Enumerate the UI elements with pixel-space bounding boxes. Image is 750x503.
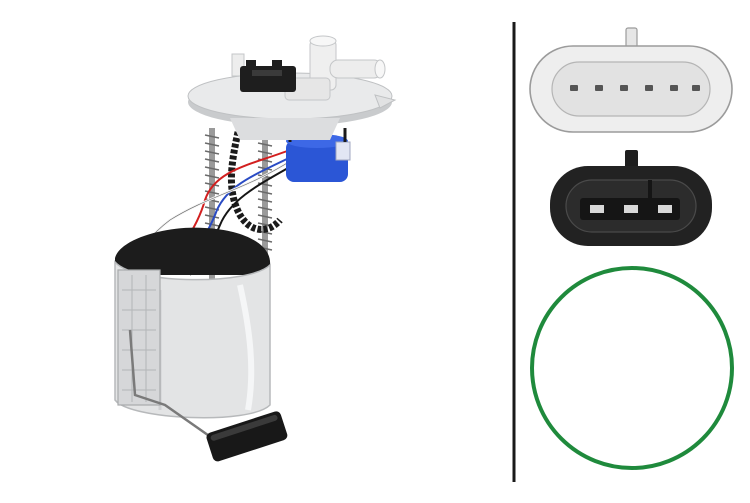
strainer-grid xyxy=(122,275,156,402)
connector-white-pins xyxy=(570,85,700,91)
connector-black-icon xyxy=(550,150,712,246)
flange-tab xyxy=(374,94,397,109)
housing-highlight xyxy=(237,284,255,411)
reservoir-top xyxy=(115,227,271,275)
fuel-outlet-fittings xyxy=(231,35,386,101)
corrugated-hose xyxy=(228,131,283,233)
float-arm xyxy=(128,329,216,442)
flange-electrical-connector xyxy=(240,60,296,92)
fuel-pump-module-illustration xyxy=(114,35,397,462)
strainer-frame xyxy=(117,269,161,406)
fuel-float xyxy=(206,411,288,462)
spring-rods xyxy=(204,128,273,288)
connector-black-pins xyxy=(590,205,672,213)
connector-white-icon xyxy=(529,27,733,133)
blue-pressure-regulator xyxy=(286,128,351,182)
flange-neck xyxy=(230,118,340,140)
o-ring-icon xyxy=(530,266,734,470)
